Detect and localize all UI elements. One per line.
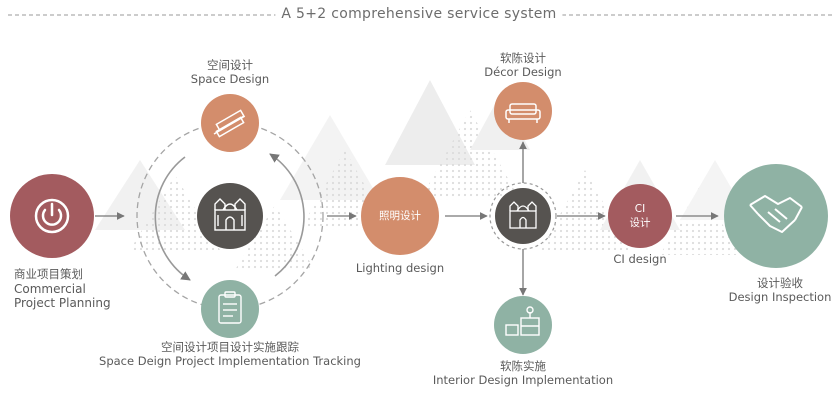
ci-label-en: CI design <box>613 252 667 266</box>
space-design-label-en: Space Design <box>190 72 270 86</box>
center-node <box>197 183 263 249</box>
ci-node <box>608 184 672 248</box>
diagram-title: A 5+2 comprehensive service system <box>275 6 563 22</box>
sofa-icon <box>505 103 541 123</box>
ruler-pencil-icon <box>213 109 246 138</box>
tracking-label-zh: 空间设计项目设计实施跟踪 <box>161 340 299 354</box>
interior-node <box>494 296 552 354</box>
furniture-icon <box>505 306 540 336</box>
lighting-node <box>361 177 439 255</box>
cycle-arrow-left <box>154 156 191 281</box>
interior-label-en: Interior Design Implementation <box>432 373 614 387</box>
power-icon <box>34 198 70 234</box>
cycle-arrow-right <box>269 153 305 277</box>
ci-node-text-1: CI <box>634 203 646 215</box>
inspection-label-zh: 设计验收 <box>757 276 803 290</box>
inspection-node <box>724 164 828 268</box>
tracking-label-en: Space Deign Project Implementation Track… <box>99 354 361 368</box>
decor-node <box>494 82 552 140</box>
building-icon <box>214 198 246 231</box>
planning-label-zh: 商业项目策划 <box>14 267 83 281</box>
interior-label-zh: 软陈实施 <box>500 359 546 373</box>
hub-ring <box>489 182 557 250</box>
ci-node-text-2: 设计 <box>629 217 651 229</box>
decor-label-en: Décor Design <box>484 65 562 79</box>
space-design-label-zh: 空间设计 <box>207 58 253 72</box>
planning-label-en-2: Project Planning <box>14 296 111 310</box>
planning-label-en-1: Commercial <box>14 282 86 296</box>
clipboard-icon <box>218 291 242 324</box>
tracking-node <box>201 280 259 338</box>
inspection-label-en: Design Inspection <box>728 290 832 304</box>
hub-node <box>495 188 551 244</box>
lighting-node-text: 照明设计 <box>379 210 421 222</box>
lighting-label-en: Lighting design <box>355 261 445 275</box>
handshake-icon <box>749 195 803 233</box>
decor-label-zh: 软陈设计 <box>500 51 546 65</box>
hub-building-icon <box>509 201 537 229</box>
